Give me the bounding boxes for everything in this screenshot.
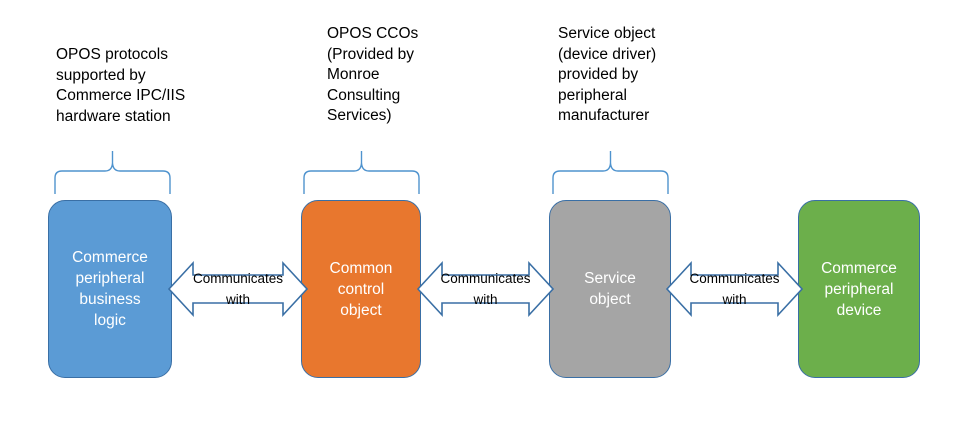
- brace-opos-protocols: [50, 150, 175, 195]
- connector-cco-to-service[interactable]: Communicates with: [417, 253, 554, 325]
- annotation-opos-ccos-text: OPOS CCOs (Provided by Monroe Consulting…: [327, 25, 419, 124]
- annotation-opos-protocols-text: OPOS protocols supported by Commerce IPC…: [56, 46, 186, 125]
- connector-logic-to-cco[interactable]: Communicates with: [168, 253, 308, 325]
- brace-opos-ccos: [300, 150, 423, 195]
- node-commerce-peripheral-device[interactable]: Commerce peripheral device: [798, 200, 920, 378]
- annotation-service-object-text: Service object (device driver) provided …: [558, 25, 657, 124]
- node-commerce-peripheral-business-logic[interactable]: Commerce peripheral business logic: [48, 200, 172, 378]
- node-service-object[interactable]: Service object: [549, 200, 671, 378]
- connector-service-to-device[interactable]: Communicates with: [666, 253, 803, 325]
- brace-service-object: [549, 150, 672, 195]
- node-common-control-object[interactable]: Common control object: [301, 200, 421, 378]
